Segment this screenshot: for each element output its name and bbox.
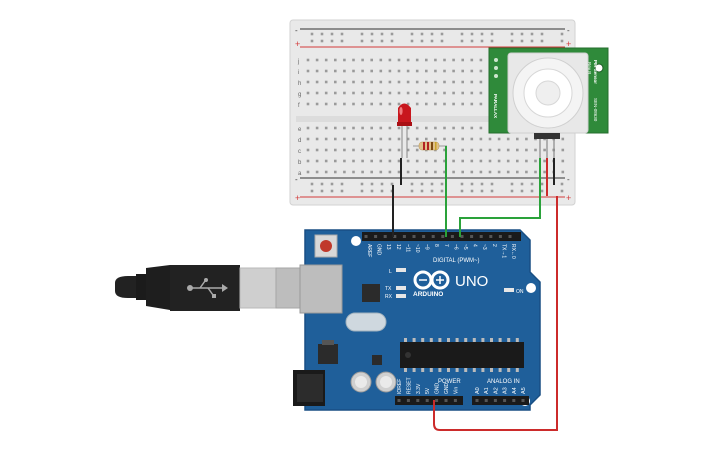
usb-cable[interactable] [115,265,313,311]
digital-pin-label: ~5 [462,244,468,250]
digital-pin-label: GND [376,244,382,256]
analog-pin-label: A1 [484,387,490,394]
on-label: ON [516,289,524,295]
crystal [345,312,387,332]
wire-pir-out-to-pin-7[interactable] [459,158,541,237]
digital-pin-label: ~6 [452,244,458,250]
digital-pin-label: 8 [433,244,439,247]
power-pin-label: GND [444,383,450,395]
power-pin-label: 5V [425,387,431,394]
row-letter: b [298,160,302,166]
analog-pin-label: A5 [521,387,527,394]
resistor[interactable] [413,141,447,151]
led-rx-label: RX [385,294,393,300]
usb-icon [187,278,228,298]
chip-legs [404,338,519,372]
row-letter: d [298,138,301,144]
wires[interactable] [392,146,558,431]
red-led[interactable] [397,103,412,159]
digital-label: DIGITAL (PWM~) [433,258,480,264]
digital-pin-label: RX←0 [510,244,516,259]
digital-pin-label: 2 [491,244,497,247]
led-rx [396,294,406,298]
power-pin-label: GND [435,383,441,395]
digital-pin-label: ~3 [481,244,487,250]
row-letter: i [298,70,299,76]
rail-plus-label-top: + [295,39,300,49]
pir-rev: Rev B [587,62,592,74]
analog-pin-label: A3 [503,387,509,394]
analog-pin-label: A4 [512,387,518,394]
rail-minus-label-bottom: - [295,175,298,184]
row-letter: e [298,127,302,133]
arduino-logo [413,270,450,290]
analog-pin-label: A0 [475,387,481,394]
power-pin-label: RESET [406,377,412,394]
rail-minus-label-bottom-right: - [567,175,570,184]
power-pin-label: 3.3V [416,383,422,394]
analog-header [472,396,529,405]
row-letter: g [298,92,301,98]
row-letter: j [297,59,299,65]
arduino-logo-text: ARDUINO [413,291,443,298]
digital-pin-label: 12 [395,244,401,250]
digital-pin-label: ~11 [404,244,410,252]
atmega-chip [400,342,524,368]
rail-minus-label-top-right: - [567,26,570,35]
rail-plus-label-bottom-right: + [566,193,571,203]
analog-pin-label: A2 [493,387,499,394]
rail-minus-label-top: - [295,26,298,35]
row-letter: a [298,171,302,177]
wire-power-rail-to-5v[interactable] [433,196,558,431]
digital-pin-label: 13 [385,244,391,250]
row-letter: h [298,81,301,87]
usb-port [299,264,343,314]
pir-sensor[interactable]: PIR Sensor Rev B SEN-08630 PARALLAX [488,47,609,158]
led-on [504,288,514,292]
digital-pin-label: TX→1 [500,244,506,258]
reset-button[interactable] [314,234,338,258]
breadboard-holes [306,32,565,193]
pir-part-number: SEN-08630 [593,98,598,122]
pir-title: PIR Sensor [593,60,598,84]
power-pin-label: IOREF [397,379,403,394]
power-pin-label: Vin [453,387,459,394]
digital-pin-label: 4 [472,244,478,247]
row-letter: f [298,103,300,109]
digital-pin-label: 7 [443,244,449,247]
analog-label: ANALOG IN [487,379,520,385]
power-label: POWER [438,379,461,385]
led-l [396,268,406,272]
digital-pin-label: AREF [366,244,372,257]
row-letter: c [298,149,301,155]
rail-plus-label-top-right: + [566,39,571,49]
usb-chip [362,284,380,302]
arduino-model: UNO [455,273,488,290]
led-tx-label: TX [385,286,392,292]
header-pins [364,235,525,402]
led-l-label: L [389,269,392,275]
digital-pin-label: ~9 [424,244,430,250]
voltage-regulator [318,344,338,364]
digital-pin-label: ~10 [414,244,420,253]
rail-plus-label-bottom: + [295,193,300,203]
led-tx [396,286,406,290]
power-header [395,396,463,405]
pir-brand: PARALLAX [493,94,498,118]
